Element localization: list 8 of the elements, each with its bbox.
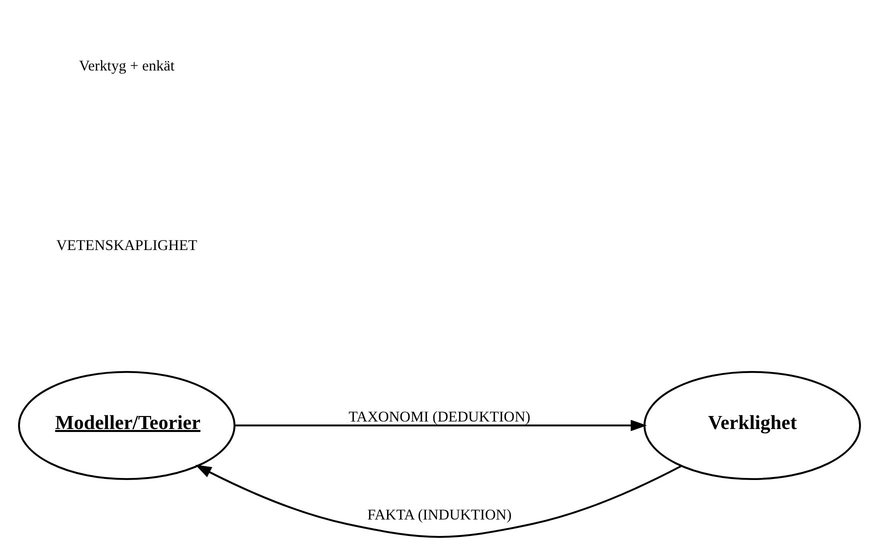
node-ellipse: Modeller/Teorier — [18, 370, 236, 480]
edge-label: FAKTA (INDUKTION) — [367, 508, 512, 524]
arrow — [195, 464, 682, 538]
edge-label: TAXONOMI (DEDUKTION) — [348, 409, 530, 426]
label: VETENSKAPLIGHET — [56, 238, 198, 254]
node-ellipse: Verklighet — [644, 370, 861, 480]
label: Verktyg + enkät — [78, 58, 175, 75]
arrow — [234, 420, 647, 432]
